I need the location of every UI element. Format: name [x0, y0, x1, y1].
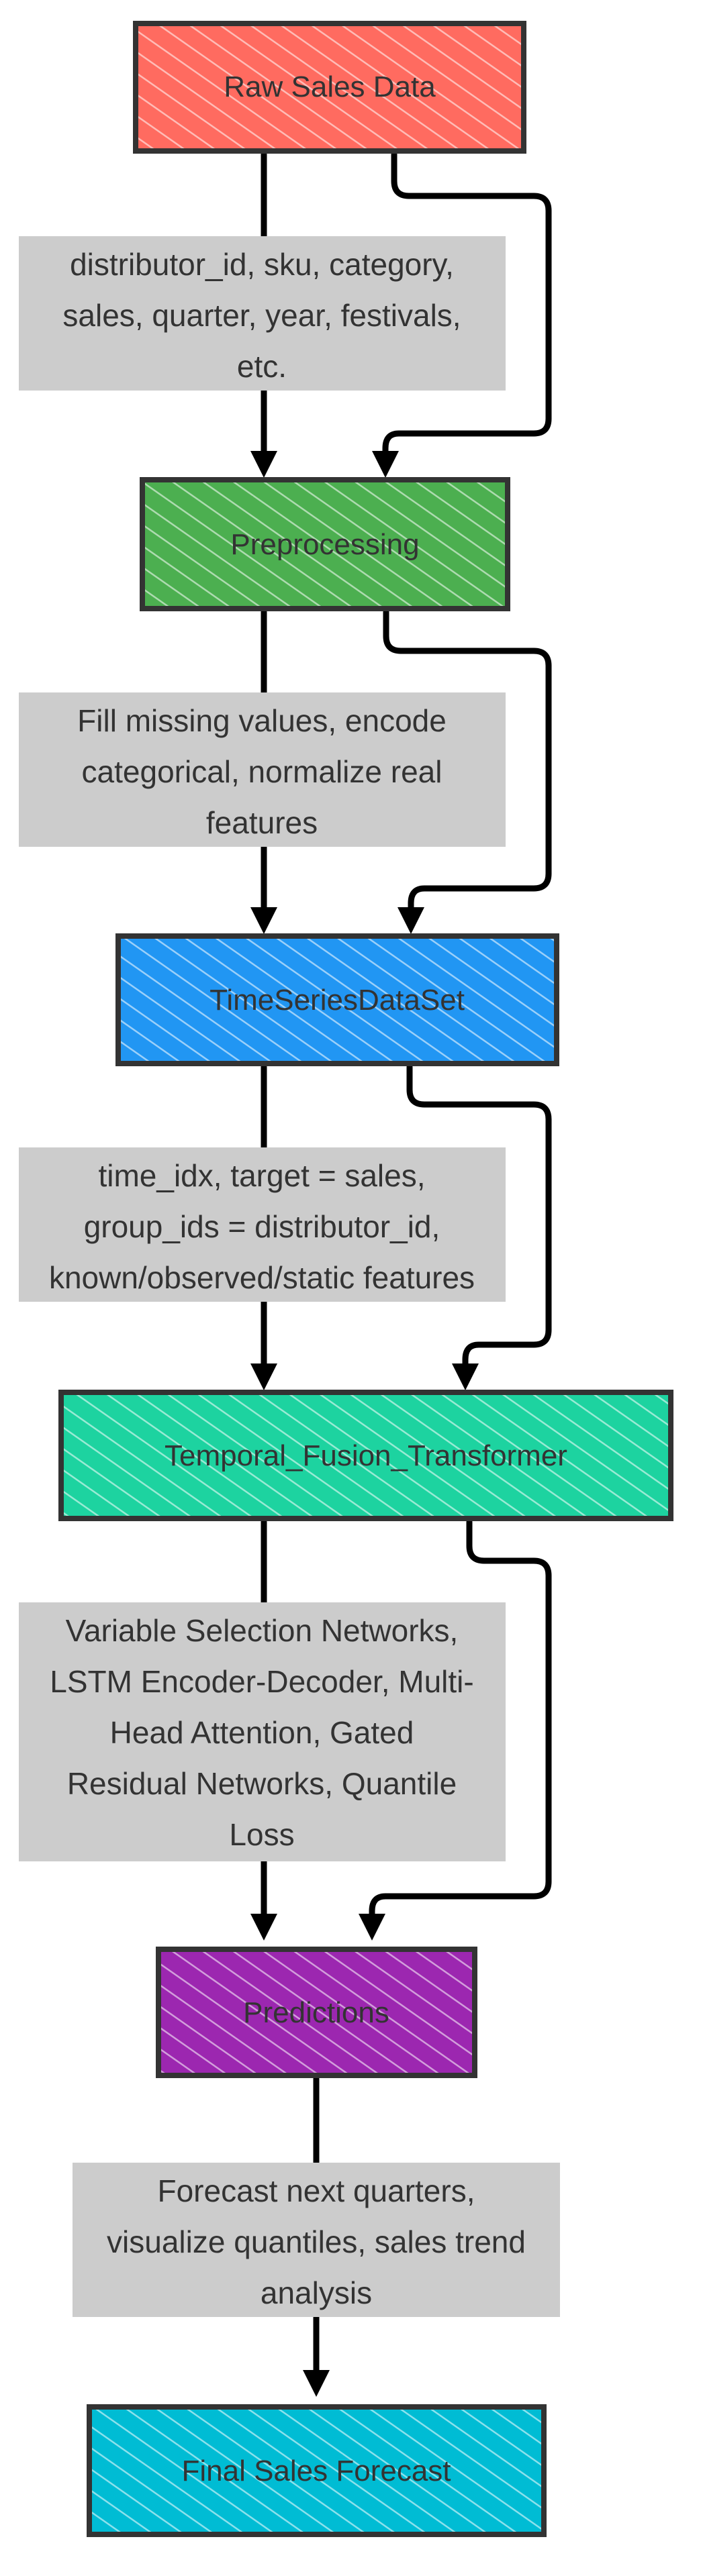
edge-labels: distributor_id, sku, category, sales, qu… — [19, 236, 560, 2317]
node-border — [140, 477, 510, 611]
edge-label-background — [19, 236, 506, 391]
edge-label-tsds-tft: time_idx, target = sales, group_ids = di… — [19, 1147, 506, 1302]
edge-raw-to-prep-side — [382, 151, 552, 460]
node-hatch — [118, 936, 557, 1064]
node-label: Predictions — [243, 1996, 389, 2029]
edge-label-tft-pred: Variable Selection Networks, LSTM Encode… — [19, 1602, 506, 1861]
edge-label-line: Head Attention, Gated — [110, 1715, 414, 1750]
node-border — [133, 21, 526, 154]
arrowhead-icon — [250, 907, 277, 934]
node-hatch — [61, 1392, 671, 1518]
node-hatch — [158, 1949, 475, 2075]
edge-label-line: analysis — [261, 2275, 372, 2310]
node-raw-sales-data: Raw Sales Data — [133, 21, 526, 154]
edge-label-line: known/observed/static features — [49, 1260, 475, 1295]
edge-label-line: sales, quarter, year, festivals, — [62, 298, 461, 333]
node-label: Raw Sales Data — [224, 70, 436, 103]
edge-tft-to-pred-side — [369, 1518, 552, 1922]
edge-label-line: distributor_id, sku, category, — [70, 247, 454, 282]
node-border — [58, 1390, 673, 1521]
edge-label-line: Loss — [229, 1817, 294, 1852]
edge-label-prep-tsds: Fill missing values, encode categorical,… — [19, 692, 506, 847]
edge-label-line: LSTM Encoder-Decoder, Multi- — [50, 1664, 473, 1699]
node-preprocessing: Preprocessing — [140, 477, 510, 611]
node-label: Preprocessing — [230, 528, 419, 561]
edge-prep-to-tsds-side — [383, 609, 552, 916]
node-border — [115, 933, 559, 1066]
edge-label-line: features — [206, 805, 318, 840]
node-final-sales-forecast: Final Sales Forecast — [87, 2404, 547, 2537]
node-border — [156, 1947, 477, 2078]
edge-label-line: categorical, normalize real — [82, 754, 442, 789]
node-timeseriesdataset: TimeSeriesDataSet — [115, 933, 559, 1066]
edge-label-background — [73, 2163, 560, 2317]
arrowhead-icon — [250, 451, 277, 478]
arrowhead-icon — [250, 1363, 277, 1390]
edge-label-line: Forecast next quarters, — [158, 2173, 475, 2208]
node-hatch — [89, 2407, 544, 2534]
node-label: Temporal_Fusion_Transformer — [165, 1439, 567, 1472]
edge-label-background — [19, 692, 506, 847]
arrowhead-icon — [250, 1914, 277, 1941]
node-hatch — [142, 480, 508, 609]
edge-label-line: etc. — [237, 349, 287, 384]
edge-label-line: group_ids = distributor_id, — [84, 1209, 440, 1244]
arrowhead-icon — [372, 451, 399, 478]
arrowhead-icon — [359, 1914, 385, 1941]
node-predictions: Predictions — [156, 1947, 477, 2078]
edge-label-pred-final: Forecast next quarters, visualize quanti… — [73, 2163, 560, 2317]
edge-label-line: Residual Networks, Quantile — [67, 1766, 457, 1801]
nodes: Raw Sales Data Preprocessing TimeSeriesD… — [58, 21, 673, 2537]
node-border — [87, 2404, 547, 2537]
node-hatch — [136, 23, 524, 151]
edge-label-line: Fill missing values, encode — [77, 703, 447, 738]
arrowhead-icon — [398, 907, 424, 934]
edge-label-line: Variable Selection Networks, — [66, 1613, 459, 1648]
edge-label-line: visualize quantiles, sales trend — [107, 2224, 526, 2259]
edge-label-line: time_idx, target = sales, — [98, 1158, 425, 1193]
edge-label-raw-prep: distributor_id, sku, category, sales, qu… — [19, 236, 506, 391]
arrowhead-icon — [303, 2370, 330, 2397]
node-temporal-fusion-transformer: Temporal_Fusion_Transformer — [58, 1390, 673, 1521]
edge-label-background — [19, 1602, 506, 1861]
node-label: Final Sales Forecast — [181, 2455, 451, 2487]
node-label: TimeSeriesDataSet — [209, 984, 465, 1017]
edge-label-background — [19, 1147, 506, 1302]
edge-tsds-to-tft-side — [406, 1064, 552, 1372]
arrowhead-icon — [452, 1363, 479, 1390]
